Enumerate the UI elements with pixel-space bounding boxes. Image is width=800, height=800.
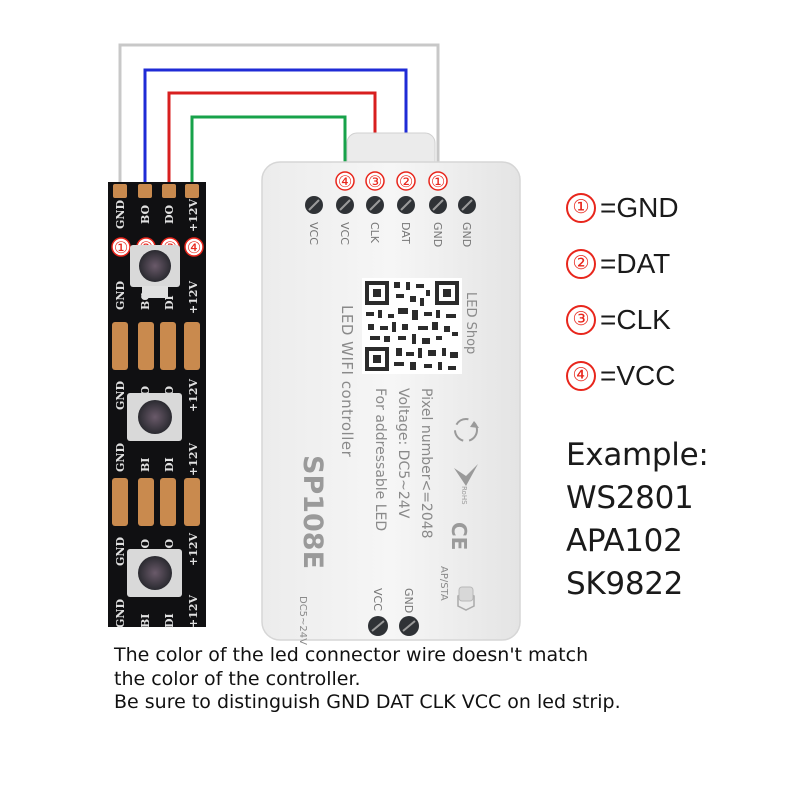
strip-label-do-top: DO bbox=[163, 204, 176, 224]
strip-label-bi-e: BI bbox=[139, 614, 152, 628]
legend-number-badge: ④ bbox=[566, 361, 596, 391]
legend-number-badge: ② bbox=[566, 249, 596, 279]
strip-label-12v-e: +12V bbox=[187, 594, 200, 628]
controller-label-dat: DAT bbox=[399, 222, 412, 244]
controller-pin-num-clk: ③ bbox=[368, 172, 382, 191]
led-chip bbox=[130, 245, 180, 298]
legend-vcc: ④ =VCC bbox=[566, 356, 675, 396]
note-line-2: the color of the controller. bbox=[114, 667, 361, 690]
controller-spec-1: For addressable LED bbox=[372, 388, 388, 531]
strip-label-12v-a: +12V bbox=[187, 280, 200, 314]
controller-power-vcc-label: VCC bbox=[371, 588, 384, 611]
controller-spec-2: Voltage: DC5~24V bbox=[395, 388, 411, 519]
strip-label-bo-top: BO bbox=[139, 204, 152, 224]
controller-title: LED WIFI controller bbox=[338, 305, 356, 458]
controller-pin-num-dat: ② bbox=[399, 172, 413, 191]
legend-number-badge: ① bbox=[566, 193, 596, 223]
example-chip-ws2801: WS2801 bbox=[566, 480, 694, 516]
wire-clk bbox=[167, 91, 377, 190]
controller-label-clk: CLK bbox=[368, 222, 381, 244]
wire-dat bbox=[143, 68, 408, 190]
strip-label-di-c: DI bbox=[163, 457, 176, 472]
strip-label-bo-a: BO bbox=[139, 290, 152, 310]
controller-ce: CE bbox=[447, 522, 471, 550]
strip-label-12v-c: +12V bbox=[187, 442, 200, 476]
note-line-3: Be sure to distinguish GND DAT CLK VCC o… bbox=[114, 691, 621, 713]
strip-pad-num-1: ① bbox=[114, 238, 128, 257]
qr-code bbox=[362, 278, 462, 374]
controller-button-label: AP/STA bbox=[438, 566, 449, 601]
strip-label-gnd-top: GND bbox=[114, 200, 127, 229]
legend-text: =DAT bbox=[600, 248, 671, 279]
example-heading: Example: bbox=[566, 437, 709, 473]
controller-power-label: DC5~24V bbox=[297, 596, 308, 645]
strip-label-di-e: DI bbox=[163, 613, 176, 628]
legend-text: =GND bbox=[600, 192, 679, 223]
strip-label-gnd-b: GND bbox=[114, 381, 127, 410]
note-line-1: The color of the led connector wire does… bbox=[114, 644, 589, 666]
wire-gnd bbox=[118, 43, 440, 190]
sp108e-controller: ④ ③ ② ① VCC VCC CLK bbox=[261, 132, 521, 645]
controller-model: SP108E bbox=[297, 455, 328, 569]
led-chip bbox=[127, 549, 182, 597]
controller-pin-num-vcc: ④ bbox=[338, 172, 352, 191]
strip-label-gnd-c: GND bbox=[114, 443, 127, 472]
strip-label-bi-c: BI bbox=[139, 458, 152, 472]
controller-label-vcc-1: VCC bbox=[307, 222, 320, 245]
legend-text: =VCC bbox=[600, 360, 676, 391]
strip-label-gnd-d: GND bbox=[114, 537, 127, 566]
wires bbox=[118, 43, 440, 190]
strip-label-di-a: DI bbox=[163, 295, 176, 310]
led-chip bbox=[127, 393, 182, 441]
example-chip-sk9822: SK9822 bbox=[566, 566, 684, 602]
top-terminals bbox=[305, 196, 476, 214]
wiring-note: The color of the led connector wire does… bbox=[114, 644, 754, 715]
controller-spec-3: Pixel number<=2048 bbox=[418, 388, 434, 539]
strip-label-gnd-e: GND bbox=[114, 599, 127, 628]
ap-sta-button[interactable] bbox=[458, 586, 474, 602]
rohs-mark: RoHS bbox=[454, 464, 478, 505]
led-strip: GND BO DO +12V ① ② ③ ④ GND BO DI +12V bbox=[108, 182, 206, 628]
controller-rohs: RoHS bbox=[460, 486, 468, 505]
cube-icon bbox=[457, 591, 475, 611]
strip-label-gnd-a: GND bbox=[114, 281, 127, 310]
recycle-icon bbox=[454, 418, 479, 442]
controller-label-gnd-2: GND bbox=[460, 222, 473, 247]
legend-text: =CLK bbox=[600, 304, 671, 335]
strip-pad-num-4: ④ bbox=[187, 238, 201, 257]
strip-label-12v-b: +12V bbox=[187, 378, 200, 412]
example-chip-apa102: APA102 bbox=[566, 523, 683, 559]
controller-label-gnd-1: GND bbox=[431, 222, 444, 247]
controller-pin-num-gnd: ① bbox=[431, 172, 445, 191]
legend-clk: ③ =CLK bbox=[566, 300, 671, 340]
wire-vcc bbox=[190, 115, 347, 190]
controller-power-gnd-label: GND bbox=[402, 588, 415, 613]
legend-dat: ② =DAT bbox=[566, 244, 670, 284]
legend-number-badge: ③ bbox=[566, 305, 596, 335]
controller-label-vcc-2: VCC bbox=[338, 222, 351, 245]
legend-gnd: ① =GND bbox=[566, 188, 679, 228]
strip-label-12v-top: +12V bbox=[187, 198, 200, 232]
controller-brand: LED Shop bbox=[463, 292, 478, 354]
strip-label-12v-d: +12V bbox=[187, 532, 200, 566]
